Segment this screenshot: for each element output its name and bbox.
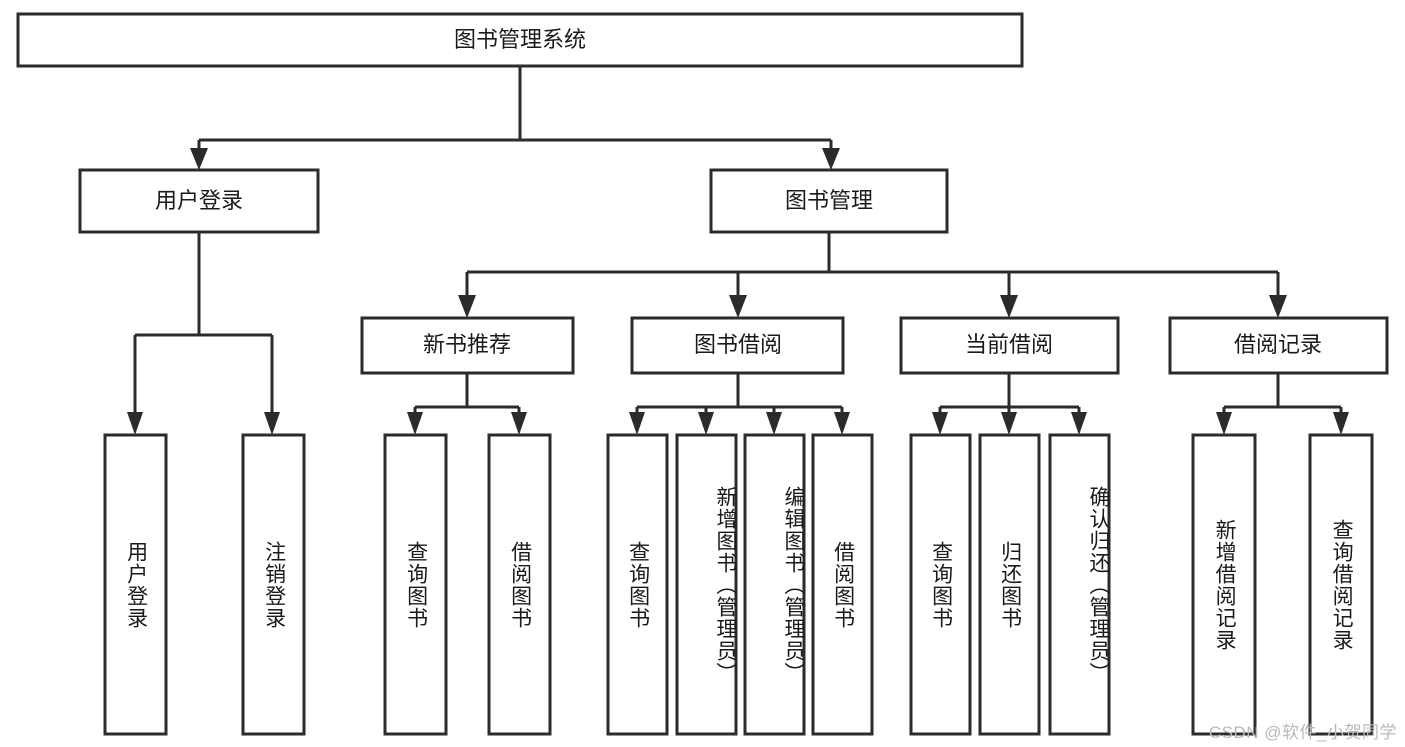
leaf-label-currentborrow-confirm: 确认归还（管理员）: [1087, 485, 1110, 684]
leaf-label-newbook-query: 查询图书: [404, 540, 428, 629]
leaf-box-currentborrow-query[interactable]: [909, 433, 972, 736]
arrow-head-borrow-record: [1269, 295, 1287, 318]
csdn-watermark: CSDN @软件_小贺同学: [1208, 723, 1397, 742]
node-label-current-borrow: 当前借阅: [965, 332, 1053, 357]
arrow-head-bookborrow-leaf-2: [698, 412, 714, 435]
node-box-current-borrow[interactable]: [899, 316, 1120, 375]
connector-group-root: [190, 66, 840, 170]
arrow-head-currentborrow-leaf-2: [1001, 412, 1017, 435]
node-box-root[interactable]: [16, 12, 1024, 68]
arrow-head-newbook-leaf-2: [511, 412, 527, 435]
arrow-head-borrowrecord-leaf-2: [1333, 412, 1349, 435]
node-box-new-book-recommend[interactable]: [360, 316, 575, 375]
node-box-borrow-record[interactable]: [1168, 316, 1389, 375]
arrow-head-bookborrow-leaf-4: [834, 412, 850, 435]
leaf-label-currentborrow-query: 查询图书: [929, 540, 953, 629]
leaf-box-newbook-borrow[interactable]: [487, 433, 552, 736]
connector-group-current-borrow: [932, 373, 1087, 435]
leaf-label-bookborrow-edit: 编辑图书（管理员）: [782, 485, 805, 684]
node-label-book-borrow: 图书借阅: [694, 332, 782, 357]
leaf-box-currentborrow-return[interactable]: [978, 433, 1041, 736]
arrow-head-current-borrow: [1000, 295, 1018, 318]
node-box-book-management[interactable]: [709, 168, 949, 234]
node-box-book-borrow[interactable]: [630, 316, 845, 375]
arrow-head-currentborrow-leaf-3: [1071, 412, 1087, 435]
leaf-label-bookborrow-borrow: 借阅图书: [831, 540, 855, 629]
leaf-label-newbook-borrow: 借阅图书: [508, 540, 532, 629]
connector-group-book-management: [458, 232, 1287, 318]
arrow-head-bookborrow-leaf-3: [766, 412, 782, 435]
leaf-box-bookborrow-borrow[interactable]: [811, 433, 874, 736]
leaf-box-newbook-query[interactable]: [383, 433, 448, 736]
arrow-head-currentborrow-leaf-1: [932, 412, 948, 435]
node-label-new-book-recommend: 新书推荐: [423, 332, 511, 357]
leaf-box-currentborrow-confirm[interactable]: [1048, 433, 1111, 736]
arrow-head-bookmgmt: [822, 148, 840, 170]
leaf-box-bookborrow-edit[interactable]: [743, 433, 806, 736]
arrow-head-login: [190, 148, 208, 170]
node-label-user-login: 用户登录: [155, 188, 243, 213]
node-label-root: 图书管理系统: [454, 27, 586, 52]
node-label-book-management: 图书管理: [785, 188, 873, 213]
leaf-box-borrowrecord-add[interactable]: [1191, 433, 1257, 736]
arrow-head-bookborrow-leaf-1: [629, 412, 645, 435]
leaf-box-user-login-login[interactable]: [103, 433, 168, 736]
arrow-head-new-book: [458, 295, 476, 318]
leaf-label-bookborrow-add: 新增图书（管理员）: [714, 485, 737, 684]
leaf-label-user-login-logout: 注销登录: [262, 540, 286, 629]
connector-group-book-borrow: [629, 373, 850, 435]
leaf-label-bookborrow-query: 查询图书: [626, 540, 650, 629]
arrow-head-user-login-leaf: [127, 412, 143, 435]
leaf-label-user-login-login: 用户登录: [124, 540, 148, 629]
leaf-label-borrowrecord-add: 新增借阅记录: [1213, 518, 1237, 651]
arrow-head-newbook-leaf-1: [407, 412, 423, 435]
arrow-head-logout-leaf: [264, 412, 280, 435]
arrow-head-borrowrecord-leaf-1: [1216, 412, 1232, 435]
node-label-borrow-record: 借阅记录: [1234, 332, 1322, 357]
connector-group-new-book-recommend: [407, 373, 527, 435]
arrow-head-book-borrow: [729, 295, 747, 318]
leaf-box-borrowrecord-query[interactable]: [1308, 433, 1374, 736]
leaf-box-bookborrow-add[interactable]: [675, 433, 738, 736]
leaf-box-bookborrow-query[interactable]: [606, 433, 669, 736]
leaf-label-borrowrecord-query: 查询借阅记录: [1330, 518, 1354, 651]
leaf-label-currentborrow-return: 归还图书: [998, 540, 1022, 629]
connector-group-borrow-record: [1216, 373, 1349, 435]
node-box-user-login[interactable]: [78, 168, 320, 234]
leaf-box-user-login-logout[interactable]: [241, 433, 306, 736]
connector-group-user-login: [127, 232, 280, 435]
